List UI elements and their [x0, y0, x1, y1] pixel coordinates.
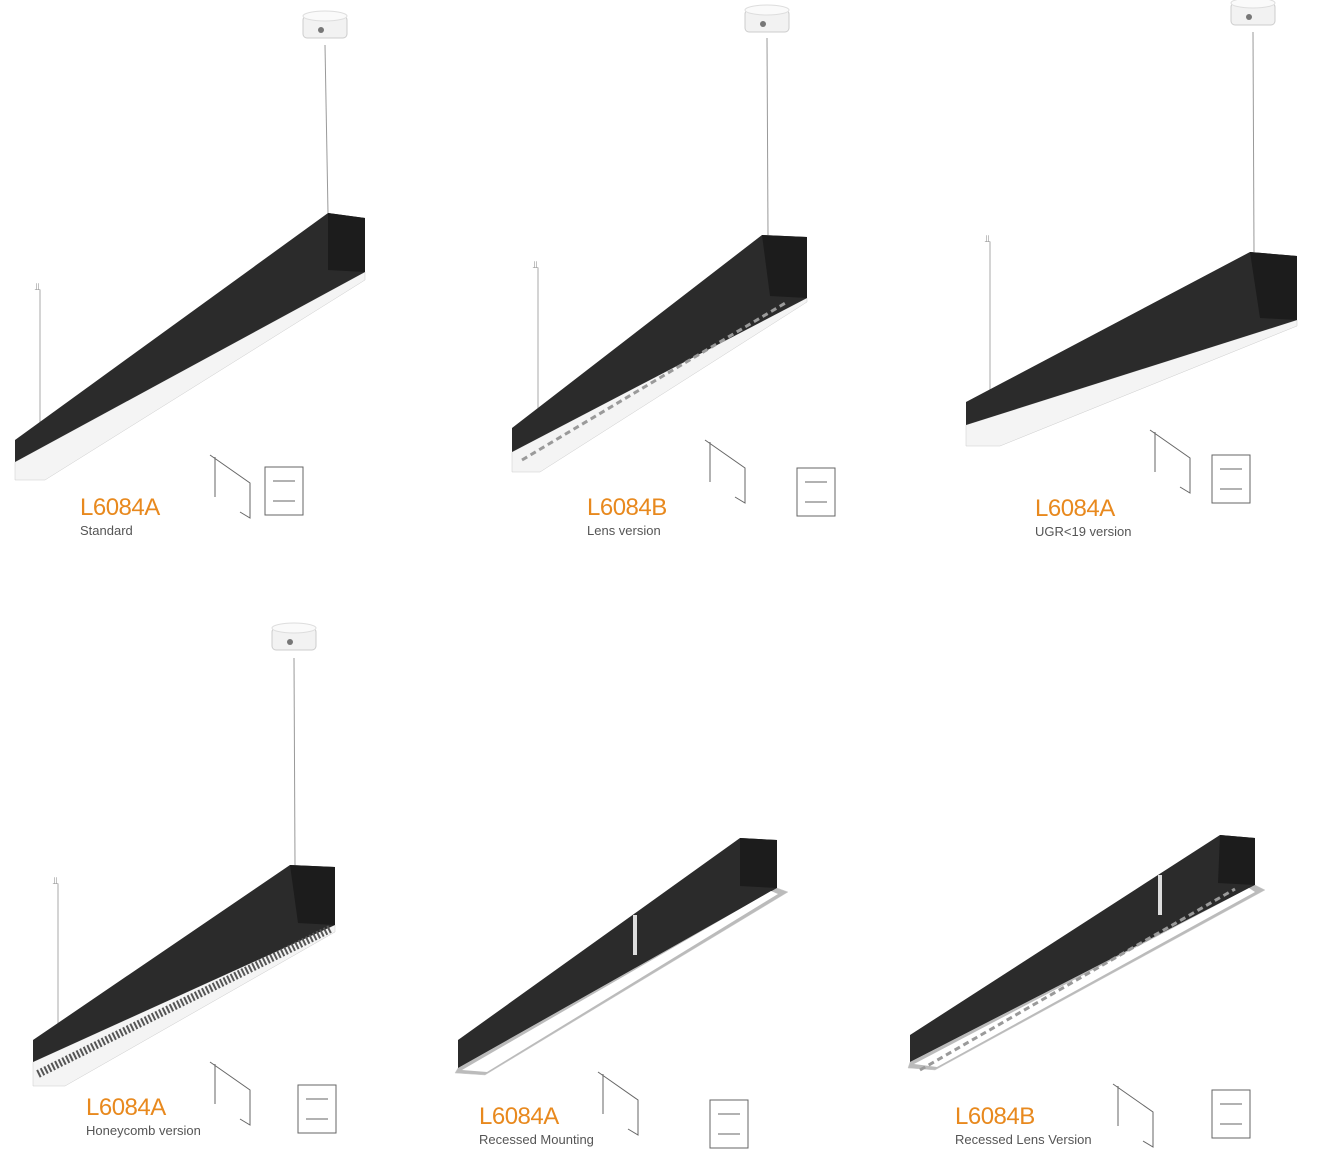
- profile-section-drawing: [264, 466, 304, 516]
- product-variant: Lens version: [587, 523, 661, 538]
- fixture-diffuser: [965, 319, 1298, 447]
- suspension-wire: [324, 44, 329, 214]
- hook-icon: ⫫: [985, 234, 991, 245]
- canopy-screw: [318, 27, 324, 33]
- product-model: L6084A: [1035, 495, 1115, 522]
- product-model: L6084A: [86, 1094, 166, 1121]
- fixture-body: [33, 865, 335, 1062]
- fixture-end-cap: [762, 235, 807, 298]
- profile-perspective-drawing: [209, 454, 251, 519]
- canopy-top: [302, 10, 348, 22]
- hook-icon: ⫫: [35, 282, 41, 293]
- recessed-diffuser: [462, 891, 778, 1072]
- product-variant: UGR<19 version: [1035, 524, 1132, 539]
- canopy-top: [1230, 0, 1276, 9]
- fixture-end-cap: [328, 213, 365, 272]
- fixture-body: [966, 252, 1297, 425]
- canopy-top: [271, 622, 317, 634]
- profile-section-drawing: [709, 1099, 749, 1149]
- suspension-wire: [766, 37, 769, 236]
- recessed-diffuser: [914, 888, 1255, 1067]
- product-label-6: L6084B Recessed Lens Version: [955, 1103, 1092, 1147]
- product-model: L6084A: [80, 494, 160, 521]
- product-variant: Recessed Mounting: [479, 1132, 594, 1147]
- profile-section-drawing: [297, 1084, 337, 1134]
- profile-perspective-drawing: [209, 1061, 251, 1126]
- fixture-body: [910, 835, 1255, 1062]
- canopy-screw: [760, 21, 766, 27]
- fixture-joint: [633, 915, 637, 955]
- profile-perspective-drawing: [704, 439, 746, 504]
- fixture-end-cap: [1218, 835, 1255, 885]
- product-label-2: L6084B Lens version: [587, 494, 667, 538]
- product-variant: Recessed Lens Version: [955, 1132, 1092, 1147]
- canopy-top: [744, 4, 790, 16]
- fixture-end-cap: [290, 865, 335, 925]
- lens-strip: [919, 887, 1236, 1072]
- product-label-1: L6084A Standard: [80, 494, 160, 538]
- profile-section-drawing: [1211, 454, 1251, 504]
- fixture-end-cap: [740, 838, 777, 888]
- lens-strip: [521, 300, 788, 462]
- canopy-screw: [287, 639, 293, 645]
- fixture-body: [512, 235, 807, 452]
- suspension-wire: [1252, 31, 1255, 253]
- canopy-screw: [1246, 14, 1252, 20]
- fixture-body: [15, 213, 365, 462]
- profile-section-drawing: [1211, 1089, 1251, 1139]
- product-model: L6084B: [587, 494, 667, 521]
- product-label-3: L6084A UGR<19 version: [1035, 495, 1132, 539]
- fixture-diffuser: [14, 271, 366, 481]
- profile-perspective-drawing: [1149, 429, 1191, 494]
- hook-icon: ⫫: [53, 876, 59, 887]
- fixture-body: [458, 838, 777, 1068]
- product-variant: Honeycomb version: [86, 1123, 201, 1138]
- fixture-joint: [1158, 875, 1162, 915]
- product-model: L6084A: [479, 1103, 559, 1130]
- profile-section-drawing: [796, 467, 836, 517]
- profile-perspective-drawing: [1112, 1083, 1154, 1148]
- product-model: L6084B: [955, 1103, 1035, 1130]
- product-label-5: L6084A Recessed Mounting: [479, 1103, 594, 1147]
- product-label-4: L6084A Honeycomb version: [86, 1094, 201, 1138]
- product-variant: Standard: [80, 523, 133, 538]
- profile-perspective-drawing: [597, 1071, 639, 1136]
- hook-icon: ⫫: [533, 260, 539, 271]
- suspension-wire: [293, 657, 296, 866]
- fixture-end-cap: [1250, 252, 1297, 320]
